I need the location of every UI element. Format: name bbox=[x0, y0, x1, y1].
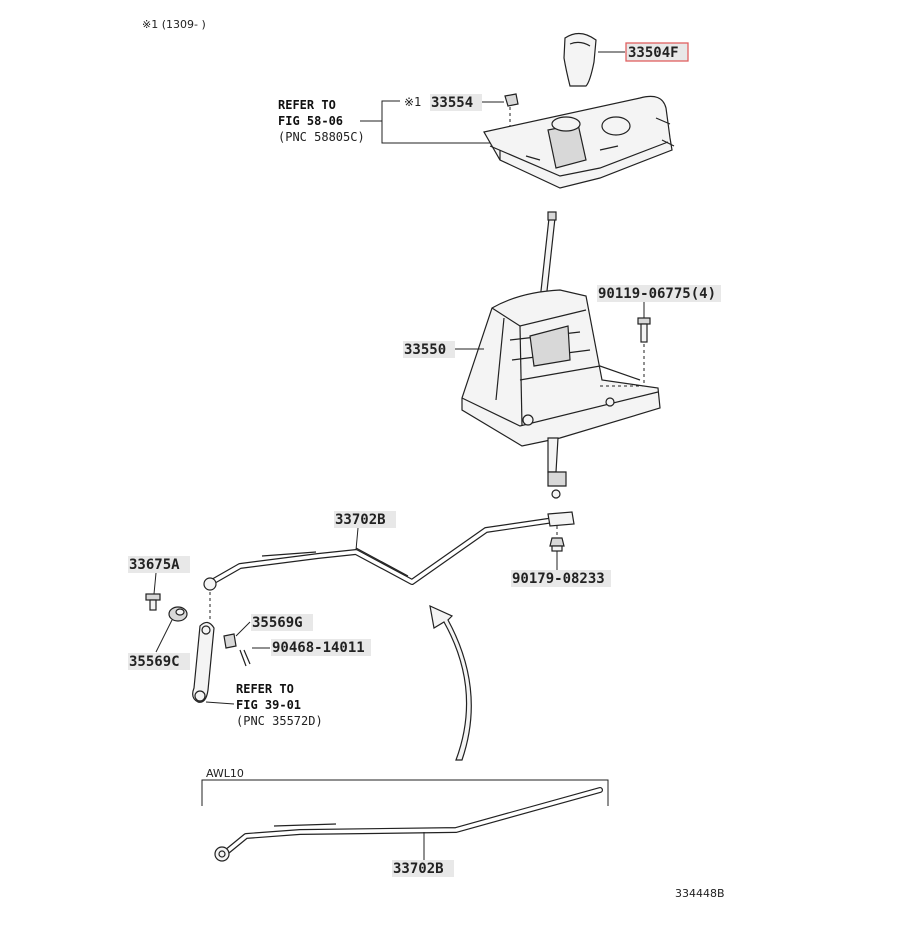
direction-arrow bbox=[429, 604, 472, 761]
reference-note-mid[interactable]: REFER TO FIG 39-01 (PNC 35572D) bbox=[236, 682, 323, 728]
svg-text:(PNC 35572D): (PNC 35572D) bbox=[236, 714, 323, 728]
control-rod-top bbox=[203, 511, 575, 591]
part-label-33550[interactable]: 33550 bbox=[403, 341, 455, 358]
variant-bracket: AWL10 bbox=[201, 767, 609, 806]
svg-text:FIG 58-06: FIG 58-06 bbox=[278, 114, 343, 128]
bushing-35569G bbox=[223, 633, 237, 649]
svg-text:(PNC 58805C): (PNC 58805C) bbox=[278, 130, 365, 144]
variant-label: AWL10 bbox=[206, 767, 244, 780]
part-label-35569C[interactable]: 35569C bbox=[128, 653, 190, 670]
clip-90468 bbox=[239, 649, 251, 667]
svg-text:33702B: 33702B bbox=[393, 861, 444, 877]
svg-text:REFER TO: REFER TO bbox=[278, 98, 336, 112]
bolt-90119 bbox=[637, 317, 651, 343]
shift-indicator-housing bbox=[483, 95, 675, 189]
header-note: ※1 (1309- ) bbox=[142, 18, 206, 31]
svg-text:33675A: 33675A bbox=[129, 557, 180, 573]
svg-text:33702B: 33702B bbox=[335, 512, 386, 528]
svg-text:35569C: 35569C bbox=[129, 654, 180, 670]
part-label-33702B-bottom[interactable]: 33702B bbox=[392, 860, 454, 877]
part-label-33702B-top[interactable]: 33702B bbox=[334, 511, 396, 528]
svg-text:33504F: 33504F bbox=[628, 45, 679, 61]
part-label-90179-08233[interactable]: 90179-08233 bbox=[511, 570, 611, 587]
bushing-35569C bbox=[168, 606, 188, 622]
bolt-33675A bbox=[145, 593, 161, 611]
svg-text:REFER TO: REFER TO bbox=[236, 682, 294, 696]
clip-33554 bbox=[504, 93, 519, 107]
part-label-33675A[interactable]: 33675A bbox=[128, 556, 190, 573]
svg-text:90468-14011: 90468-14011 bbox=[272, 640, 365, 656]
svg-text:90119-06775(4): 90119-06775(4) bbox=[598, 286, 716, 302]
part-label-90119-06775[interactable]: 90119-06775(4) bbox=[597, 285, 721, 302]
shift-lever-base bbox=[461, 289, 661, 499]
part-label-35569G[interactable]: 35569G bbox=[251, 614, 313, 631]
svg-text:33554: 33554 bbox=[431, 95, 473, 111]
part-label-33504F[interactable]: 33504F bbox=[625, 42, 689, 62]
svg-text:35569G: 35569G bbox=[252, 615, 303, 631]
footnote-mark: ※1 bbox=[404, 95, 421, 109]
nut-90179 bbox=[549, 537, 565, 552]
svg-text:33550: 33550 bbox=[404, 342, 446, 358]
part-label-33554[interactable]: 33554 bbox=[430, 94, 482, 111]
svg-text:90179-08233: 90179-08233 bbox=[512, 571, 605, 587]
svg-text:FIG 39-01: FIG 39-01 bbox=[236, 698, 301, 712]
shift-lever-rod bbox=[539, 211, 557, 301]
shift-knob bbox=[563, 32, 597, 87]
control-rod-bottom bbox=[214, 787, 603, 862]
linkage-arm bbox=[192, 621, 215, 703]
reference-note-top[interactable]: REFER TO FIG 58-06 (PNC 58805C) bbox=[278, 98, 365, 144]
drawing-number: 334448B bbox=[675, 887, 725, 900]
part-label-90468-14011[interactable]: 90468-14011 bbox=[271, 639, 371, 656]
